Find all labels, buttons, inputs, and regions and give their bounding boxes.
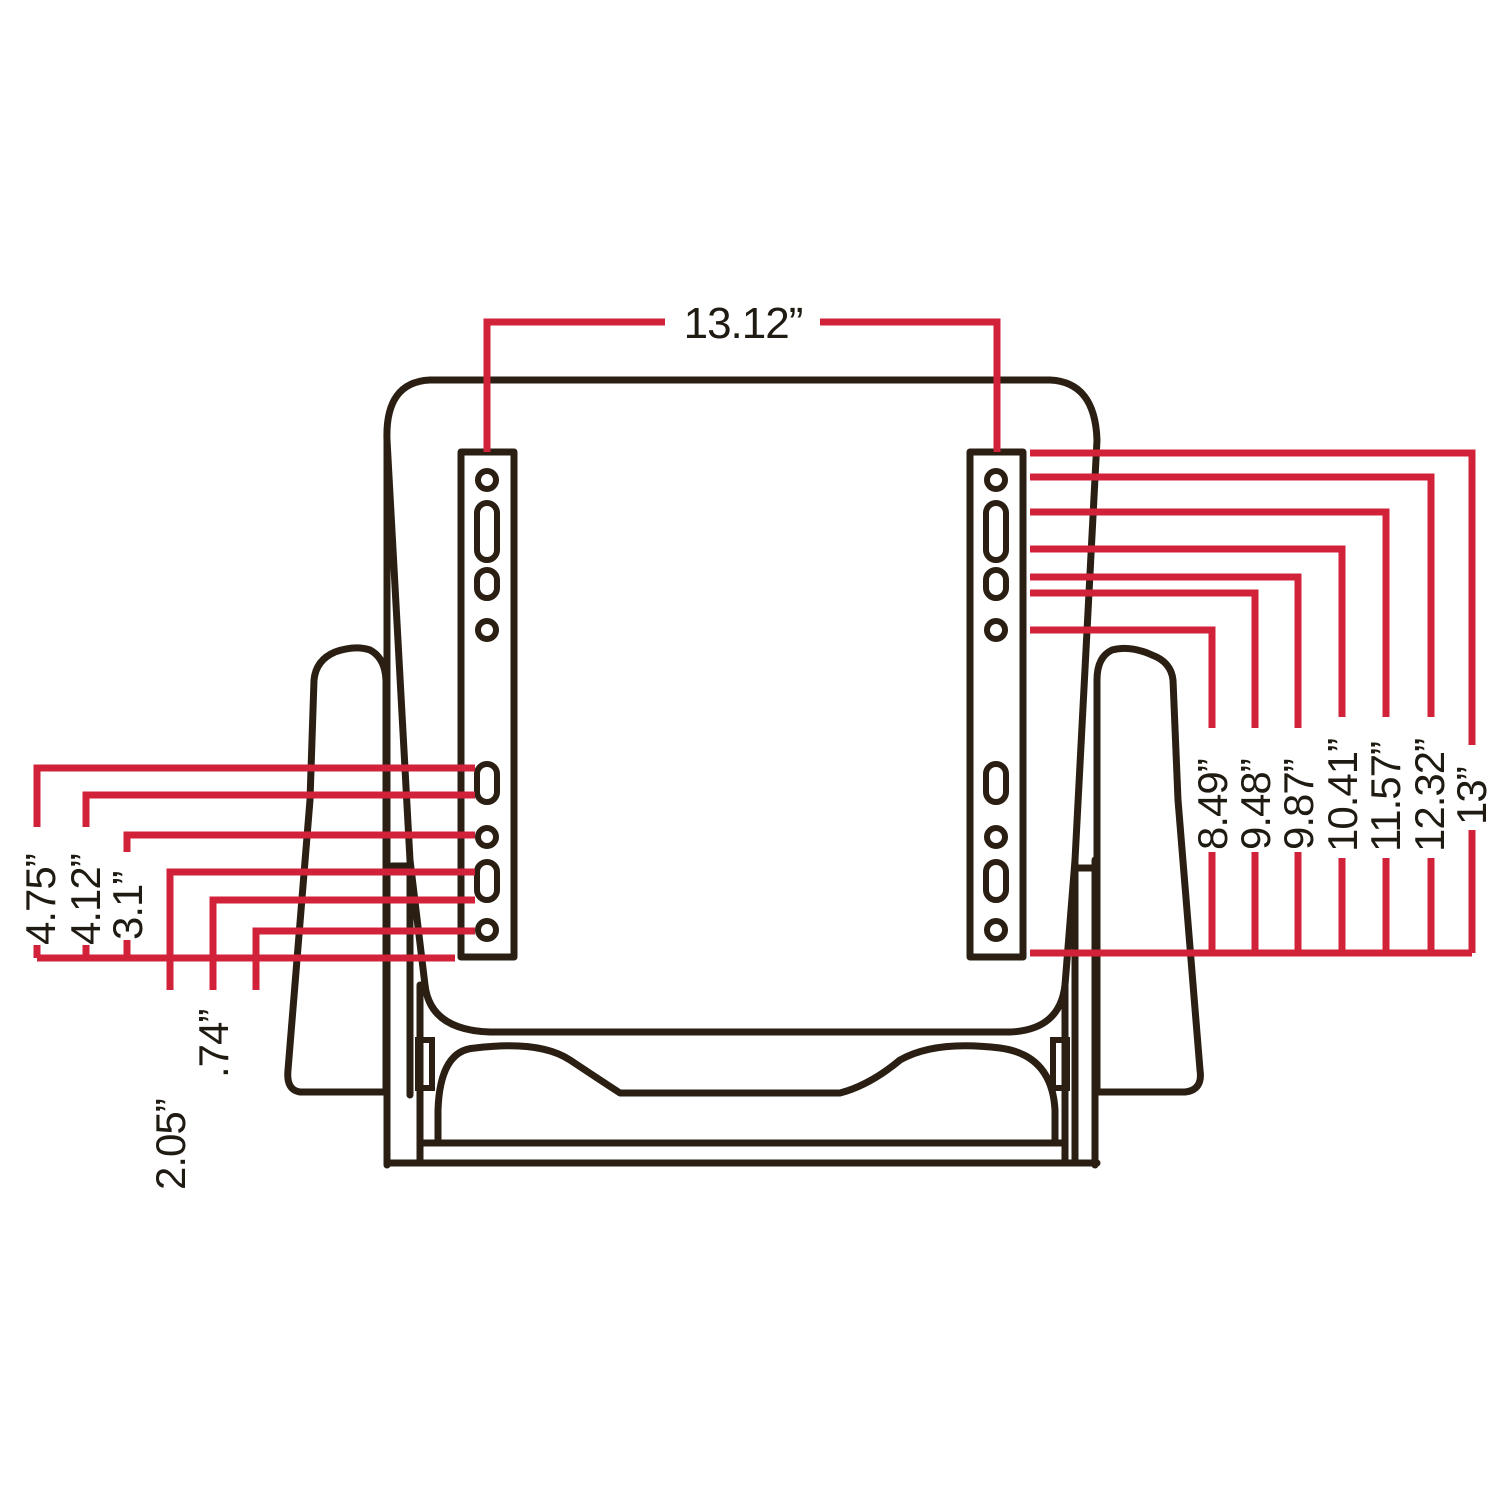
- right-dimensions: 8.49” 9.48” 9.87” 10.41” 11.57” 12.32” 1…: [1030, 449, 1495, 957]
- dimension-line-4-75: [33, 764, 475, 958]
- hinge-right: [1050, 1037, 1070, 1091]
- dimension-label-13: 13”: [1448, 767, 1495, 825]
- hole-slot: [474, 761, 500, 805]
- dimension-line-0-74: [209, 896, 475, 990]
- dimension-line-2-05: [166, 868, 475, 990]
- seat-back-outline: [383, 376, 1101, 1036]
- dimension-label-top: 13.12”: [684, 299, 803, 348]
- hole-round: [984, 918, 1008, 942]
- hole-round: [984, 618, 1008, 642]
- right-mounting-bracket: [966, 448, 1027, 961]
- hole-round: [984, 468, 1008, 492]
- dimension-line-12-32: [1030, 473, 1435, 953]
- dimension-line-11-57: [1030, 508, 1390, 953]
- hole-slot-short: [983, 567, 1009, 601]
- hole-round: [475, 468, 499, 492]
- dimension-label-11-57: 11.57”: [1362, 742, 1409, 852]
- hinge-left: [415, 1037, 435, 1091]
- hole-slot: [474, 859, 500, 903]
- dimension-line-9-87: [1030, 573, 1302, 953]
- left-mounting-bracket: [457, 448, 518, 961]
- dimension-label-10-41: 10.41”: [1319, 739, 1366, 852]
- dimension-label-4-12: 4.12”: [62, 854, 109, 945]
- dimension-label-4-75: 4.75”: [17, 854, 64, 945]
- dimension-line-8-49: [1030, 626, 1216, 953]
- dimension-label-12-32: 12.32”: [1406, 739, 1453, 852]
- hole-slot-long: [983, 500, 1009, 563]
- hole-slot-short: [474, 567, 500, 601]
- seat-outline: [284, 376, 1204, 1169]
- dimension-line-9-48: [1030, 589, 1259, 953]
- armrest-right: [1093, 644, 1204, 1096]
- hole-slot-long: [474, 500, 500, 563]
- dimension-line-3-1: [123, 831, 475, 958]
- dimension-line-13: [1030, 449, 1476, 953]
- hole-slot: [983, 761, 1009, 805]
- dimension-line-10-41: [1030, 545, 1346, 953]
- top-dimension: 13.12”: [483, 299, 1001, 452]
- seat-cushion-contour: [434, 1042, 1059, 1144]
- dimension-label-2-05: 2.05”: [147, 1099, 194, 1190]
- dimension-line-4-12: [82, 791, 475, 958]
- left-dimensions: 4.75” 4.12” 3.1” 2.05” .74”: [17, 764, 475, 1190]
- dimension-label-3-1: 3.1”: [104, 872, 151, 940]
- dimension-label-0-74: .74”: [190, 1010, 237, 1078]
- hole-round: [475, 918, 499, 942]
- dimension-label-9-87: 9.87”: [1275, 759, 1322, 850]
- dimension-label-8-49: 8.49”: [1189, 759, 1236, 850]
- hole-round: [475, 825, 499, 849]
- dimension-label-9-48: 9.48”: [1232, 759, 1279, 850]
- dimension-line-top: [483, 318, 1001, 452]
- dimension-line-inner: [252, 927, 475, 990]
- hole-slot: [983, 859, 1009, 903]
- armrest-left: [284, 644, 390, 1096]
- hole-round: [984, 825, 1008, 849]
- hole-round: [475, 618, 499, 642]
